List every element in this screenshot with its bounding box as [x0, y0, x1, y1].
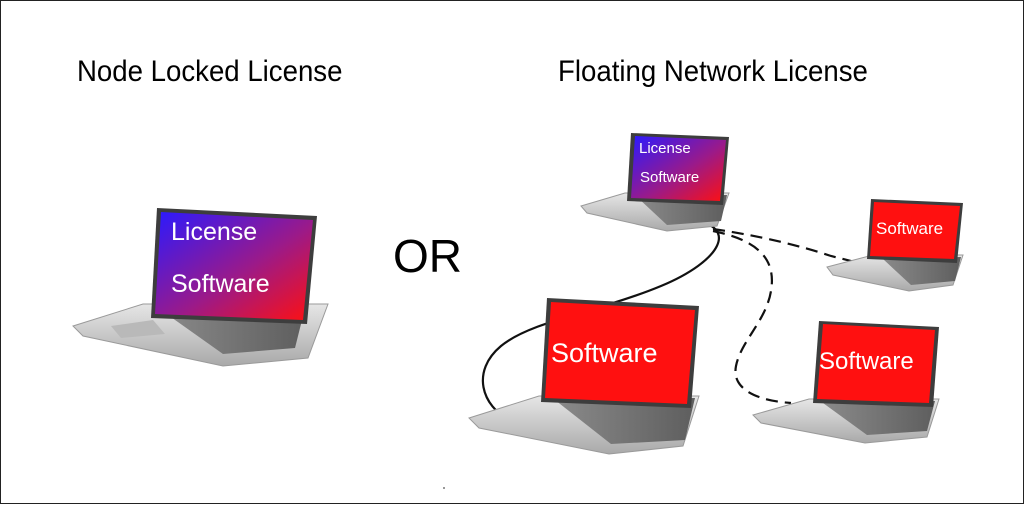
screen-text-software: Software	[640, 169, 699, 186]
screen	[870, 202, 960, 259]
screen-text-license: License	[639, 140, 691, 157]
screen-text-software: Software	[551, 338, 658, 368]
screen	[631, 136, 726, 201]
screen-text-software: Software	[876, 219, 943, 238]
laptop-client-bottom-right: Software	[752, 321, 940, 444]
screen	[545, 302, 695, 404]
connection-dashed-server-to-top-right	[712, 227, 860, 265]
laptop-license-server: License Software	[580, 133, 730, 232]
title-floating-network: Floating Network License	[558, 55, 868, 88]
stray-dot	[443, 487, 445, 489]
connection-dashed-server-to-bottom-right	[712, 229, 792, 405]
screen-text-software: Software	[171, 270, 270, 298]
screen-text-license: License	[171, 218, 257, 246]
laptop-client-bottom-left: Software	[468, 298, 700, 455]
screen	[817, 324, 935, 403]
screen-text-software: Software	[819, 348, 914, 375]
screen	[155, 212, 313, 320]
laptop-client-top-right: Software	[826, 199, 964, 292]
laptop-node-locked: License Software	[72, 208, 329, 367]
title-node-locked: Node Locked License	[77, 55, 343, 88]
or-separator: OR	[393, 230, 462, 282]
